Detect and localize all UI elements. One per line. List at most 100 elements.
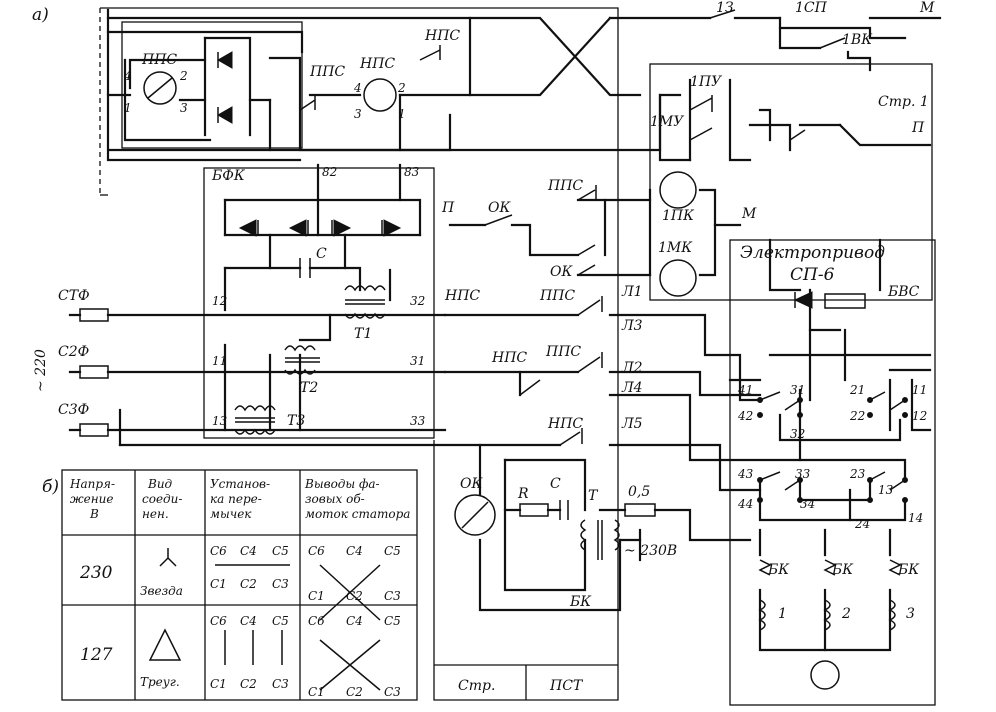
label-82: 82 bbox=[322, 165, 337, 179]
label-m-top: М bbox=[919, 0, 935, 16]
label-pin: 2 bbox=[397, 81, 406, 95]
label-pin: 4 bbox=[353, 81, 362, 95]
label-m-mid: М bbox=[741, 206, 757, 222]
table-jumper: С4 bbox=[240, 614, 257, 628]
table-header-outputs: Выводы фа-зовых об-моток статора bbox=[304, 477, 410, 521]
table-jumper: С3 bbox=[272, 677, 289, 691]
label-terminal: 12 bbox=[912, 409, 927, 423]
pps-meter bbox=[143, 71, 177, 105]
table-jumper: С6 bbox=[210, 544, 227, 558]
stator-windings bbox=[758, 559, 902, 690]
label-31: 31 bbox=[410, 354, 425, 368]
components bbox=[79, 9, 908, 690]
table-jumper: С2 bbox=[240, 577, 257, 591]
table-jumper: С2 bbox=[240, 677, 257, 691]
label-p-mid: П bbox=[441, 200, 455, 216]
label-w1: 1 bbox=[778, 606, 787, 622]
label-t: Т bbox=[588, 488, 599, 504]
relay-coil-1pk bbox=[659, 171, 697, 209]
table-jumper: С5 bbox=[272, 614, 289, 628]
label-t3: Т3 bbox=[287, 413, 305, 429]
label-pst-box: ПСТ bbox=[549, 678, 584, 694]
label-p-right: П bbox=[911, 120, 925, 136]
label-11: 11 bbox=[212, 354, 227, 368]
label-terminal: 13 bbox=[878, 483, 894, 497]
label-33: 33 bbox=[410, 414, 426, 428]
label-terminal: 14 bbox=[908, 511, 923, 525]
table-output: С5 bbox=[384, 544, 401, 558]
label-terminal: 21 bbox=[849, 383, 865, 397]
label-str-box: Стр. bbox=[458, 678, 495, 694]
label-drive-title: Электропривод bbox=[740, 243, 885, 263]
label-terminal: 33 bbox=[795, 467, 811, 481]
label-s3f: С3Ф bbox=[58, 402, 89, 418]
label-c: С bbox=[316, 246, 327, 262]
label-1pu: 1ПУ bbox=[690, 74, 722, 90]
label-1vk: 1ВК bbox=[842, 32, 873, 48]
label-nps: НПС bbox=[359, 56, 395, 72]
table-output: С5 bbox=[384, 614, 401, 628]
table-jumper: С6 bbox=[210, 614, 227, 628]
contacts bbox=[299, 9, 846, 446]
table-voltage-230: 230 bbox=[79, 563, 113, 583]
label-1sp: 1СП bbox=[795, 0, 828, 16]
label-terminal: 42 bbox=[737, 409, 753, 423]
bridge-diodes bbox=[216, 51, 233, 124]
drive-terminals bbox=[757, 391, 908, 503]
label-terminal: 43 bbox=[737, 467, 754, 481]
table-output: С3 bbox=[384, 685, 401, 699]
fuse-stf bbox=[79, 308, 109, 322]
label-1pk: 1ПК bbox=[662, 208, 695, 224]
label-l5: Л5 bbox=[621, 416, 643, 432]
label-w2: 2 bbox=[841, 606, 851, 622]
label-1mu: 1МУ bbox=[650, 114, 684, 130]
relay-coil-1mk bbox=[659, 259, 697, 297]
label-terminal: 23 bbox=[849, 467, 866, 481]
table-jumper: С1 bbox=[210, 577, 227, 591]
label-w3: 3 bbox=[906, 606, 915, 622]
label-l1: Л1 bbox=[621, 284, 643, 300]
table-output: С2 bbox=[346, 685, 363, 699]
label-pps-l2: ППС bbox=[545, 344, 581, 360]
label-pps-l3: ППС bbox=[539, 288, 575, 304]
label-s2f: С2Ф bbox=[58, 344, 89, 360]
table-jumper: С1 bbox=[210, 677, 227, 691]
label-230v: ~ 230В bbox=[624, 543, 677, 559]
label-nps-l2: НПС bbox=[491, 350, 527, 366]
label-t2: Т2 bbox=[300, 380, 318, 396]
label-nps-top: НПС bbox=[424, 28, 460, 44]
label-terminal: 22 bbox=[849, 409, 865, 423]
table-conn-triangle: Треуг. bbox=[140, 675, 180, 689]
label-pps: ППС bbox=[141, 52, 177, 68]
label-83: 83 bbox=[404, 165, 420, 179]
ok-motor bbox=[454, 494, 496, 536]
label-pin: 4 bbox=[123, 69, 132, 83]
fuse-s2f bbox=[79, 365, 109, 379]
table-output: С6 bbox=[308, 614, 325, 628]
label-bvs: БВС bbox=[887, 284, 920, 300]
label-terminal: 32 bbox=[790, 427, 805, 441]
label-13: 13 bbox=[212, 414, 228, 428]
table-conn-star: Звезда bbox=[140, 584, 183, 598]
table-jumper: С4 bbox=[240, 544, 257, 558]
label-1z: 1З bbox=[716, 0, 734, 16]
label-l4: Л4 bbox=[621, 380, 643, 396]
nps-meter bbox=[363, 78, 397, 112]
table-output: С1 bbox=[308, 685, 325, 699]
label-stf: СТФ bbox=[58, 288, 90, 304]
transformer-t bbox=[580, 519, 620, 560]
label-drive-model: СП-6 bbox=[790, 265, 835, 285]
table-output: С3 bbox=[384, 589, 401, 603]
label-bk3: БК bbox=[897, 562, 920, 578]
label-bk2: БК bbox=[831, 562, 854, 578]
label-bk: БК bbox=[569, 594, 592, 610]
label-pin: 1 bbox=[124, 101, 132, 115]
bvs-diode bbox=[793, 291, 813, 309]
table-voltage-127: 127 bbox=[80, 645, 113, 665]
label-terminal: 34 bbox=[800, 497, 815, 511]
table-output: С4 bbox=[346, 614, 363, 628]
label-pps-switch: ППС bbox=[309, 64, 345, 80]
label-terminal: 44 bbox=[737, 497, 753, 511]
label-pin: 1 bbox=[398, 107, 406, 121]
